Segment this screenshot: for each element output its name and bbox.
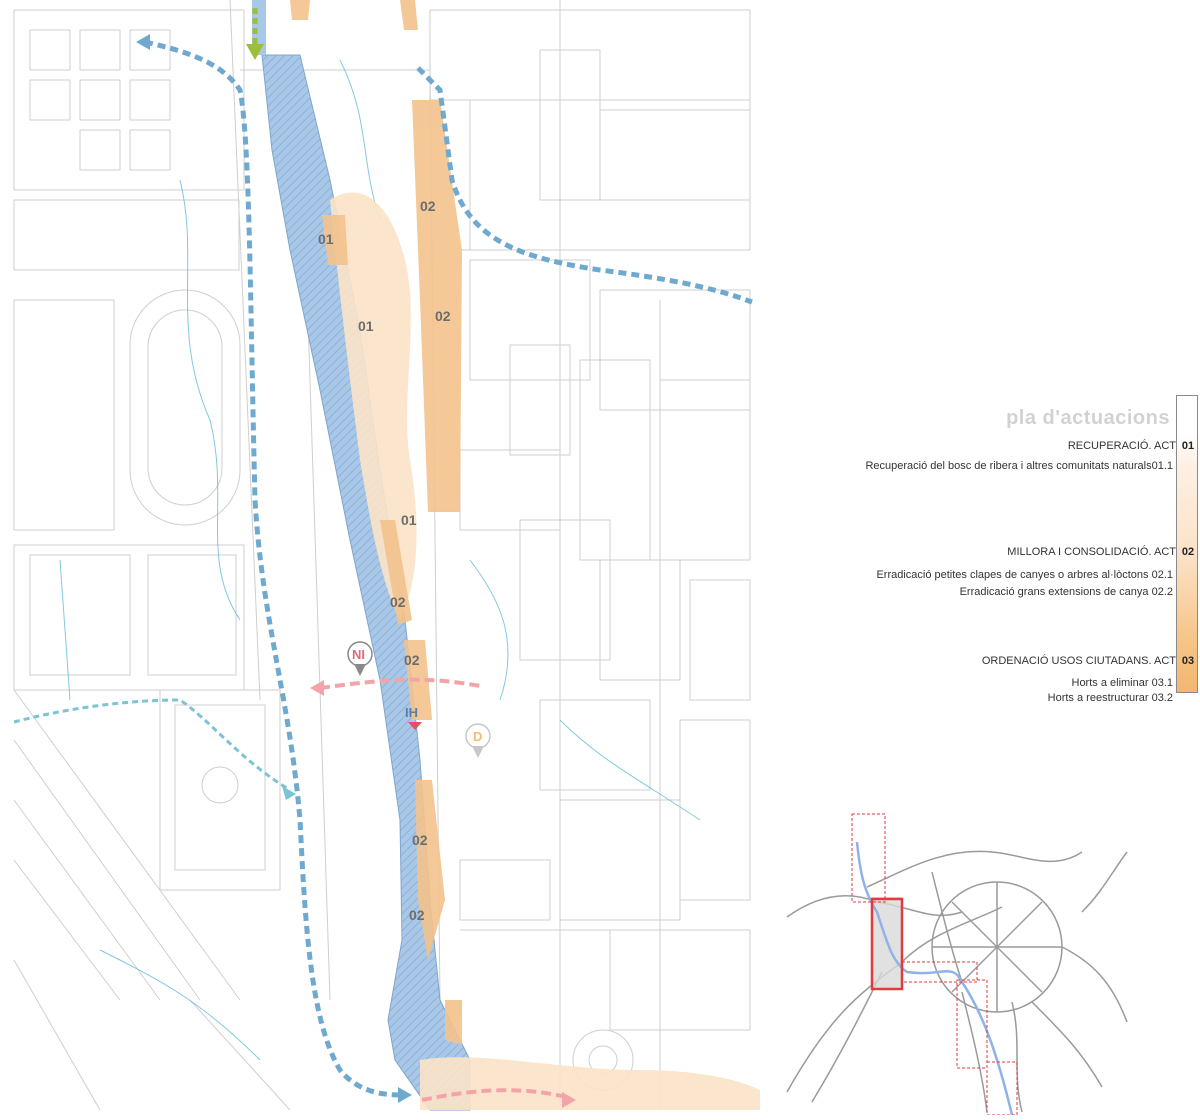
minimap-river — [855, 841, 1014, 1116]
category-name: MILLORA I CONSOLIDACIÓ. ACT — [1007, 546, 1176, 558]
secondary-dashed-route — [13, 698, 291, 792]
legend-category-01: RECUPERACIÓ. ACT 01 — [1068, 439, 1198, 453]
legend-category-02: MILLORA I CONSOLIDACIÓ. ACT 02 — [1007, 545, 1198, 559]
ih-marker[interactable]: IH — [405, 705, 422, 730]
zone-label: 02 — [420, 198, 436, 214]
ni-marker[interactable]: NI — [347, 641, 373, 676]
secondary-arrow-head — [282, 786, 296, 800]
location-minimap[interactable] — [782, 812, 1142, 1116]
pink-route — [319, 677, 571, 1102]
zone-label: 02 — [404, 652, 420, 668]
d-marker-label: D — [473, 729, 482, 744]
zone-label: 02 — [409, 907, 425, 923]
pink-arrow-head-west — [310, 680, 324, 696]
legend-item: Erradicació petites clapes de canyes o a… — [876, 569, 1173, 581]
zone-02-areas — [290, 0, 462, 1045]
zone-label: 02 — [390, 594, 406, 610]
legend-panel: pla d'actuacions RECUPERACIÓ. ACT 01 Rec… — [790, 395, 1200, 704]
legend-category-03: ORDENACIÓ USOS CIUTADANS. ACT 03 — [982, 654, 1198, 668]
ni-marker-label: NI — [352, 647, 365, 662]
map-canvas[interactable]: 02 01 01 02 01 02 02 02 02 NI IH D — [0, 0, 760, 1115]
category-number: 03 — [1181, 655, 1195, 667]
green-arrow — [246, 8, 264, 60]
zone-label: 02 — [435, 308, 451, 324]
category-name: RECUPERACIÓ. ACT — [1067, 440, 1176, 452]
blue-dashed-route — [144, 39, 753, 1098]
zone-01-areas — [330, 192, 760, 1110]
legend-item: Erradicació grans extensions de canya 02… — [959, 586, 1173, 598]
legend-item: Recuperació del bosc de ribera i altres … — [865, 460, 1173, 472]
blue-arrow-head-west — [136, 34, 150, 50]
minimap-frames — [851, 813, 1018, 1116]
zone-label: 02 — [412, 832, 428, 848]
legend-item: Horts a eliminar 03.1 — [1071, 677, 1174, 689]
legend-item: Horts a reestructurar 03.2 — [1047, 692, 1173, 704]
category-name: ORDENACIÓ USOS CIUTADANS. ACT — [981, 655, 1176, 667]
minimap-roads — [786, 850, 1128, 1113]
zone-label: 01 — [358, 318, 374, 334]
minimap-canvas[interactable] — [782, 812, 1142, 1116]
ih-marker-label: IH — [405, 705, 418, 720]
minimap-current-frame — [870, 897, 904, 991]
blue-arrow-head-east — [398, 1087, 412, 1103]
zone-label: 01 — [318, 231, 334, 247]
category-number: 02 — [1181, 546, 1195, 558]
d-marker[interactable]: D — [465, 723, 491, 758]
category-number: 01 — [1181, 440, 1195, 452]
watercourses — [59, 59, 701, 1061]
map-panel[interactable]: 02 01 01 02 01 02 02 02 02 NI IH D — [0, 0, 760, 1115]
legend-title: pla d'actuacions — [1006, 407, 1170, 429]
pink-arrow-head-east — [562, 1092, 576, 1108]
legend-gradient-bar — [1176, 395, 1198, 693]
zone-label: 01 — [401, 512, 417, 528]
